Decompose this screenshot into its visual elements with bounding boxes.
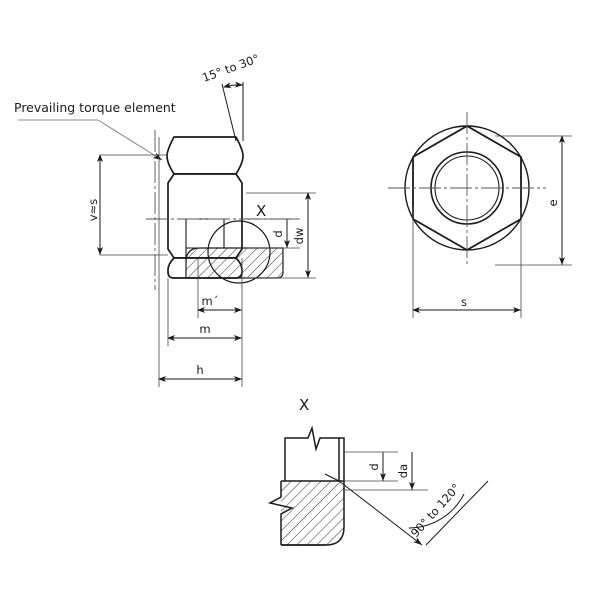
- detail-angle-annotation: 90° to 120°: [338, 480, 489, 546]
- dim-d-detail-text: d: [367, 463, 381, 470]
- dim-e-text: e: [546, 199, 560, 206]
- dim-m-text: m: [199, 322, 210, 336]
- detail-view-title: X: [299, 396, 309, 414]
- end-view: e s: [388, 112, 572, 318]
- dim-da-detail-text: da: [396, 464, 410, 478]
- dim-s-text: s: [461, 295, 467, 309]
- detail-callout-label: X: [256, 202, 266, 220]
- prevailing-torque-element-outline: [166, 136, 244, 175]
- dim-h-text: h: [196, 363, 203, 377]
- dim-m: m: [167, 278, 243, 346]
- detail-callout-circle: [207, 220, 271, 284]
- dim-d-side: d: [246, 218, 300, 249]
- dim-v-eq-s-text: v≈s: [86, 199, 100, 221]
- dim-m-prime-text: m´: [202, 294, 219, 308]
- dim-h: h: [158, 137, 243, 387]
- dim-m-prime: m´: [197, 258, 243, 318]
- prevailing-torque-annotation: Prevailing torque element: [14, 100, 176, 161]
- detail-upper-part: [284, 425, 345, 481]
- chamfer-angle-annotation: 15° to 30°: [200, 51, 261, 142]
- section-hatching-side: [185, 247, 284, 279]
- dim-v-eq-s: v≈s: [86, 154, 168, 256]
- detail-view-x: X d da: [267, 396, 489, 546]
- dim-dw: dw: [246, 192, 316, 279]
- dim-d-detail: d: [344, 451, 398, 482]
- chamfer-angle-text: 15° to 30°: [200, 51, 261, 85]
- dim-dw-text: dw: [292, 228, 306, 245]
- dim-da-detail: da: [344, 452, 428, 491]
- side-view: X 15° to 30° Prevailing torque element v…: [14, 51, 316, 387]
- dim-d-side-text: d: [271, 230, 285, 237]
- prevailing-torque-text: Prevailing torque element: [14, 100, 176, 115]
- detail-section-body: [267, 473, 345, 546]
- dim-s: s: [412, 208, 522, 318]
- dim-e: e: [495, 135, 572, 266]
